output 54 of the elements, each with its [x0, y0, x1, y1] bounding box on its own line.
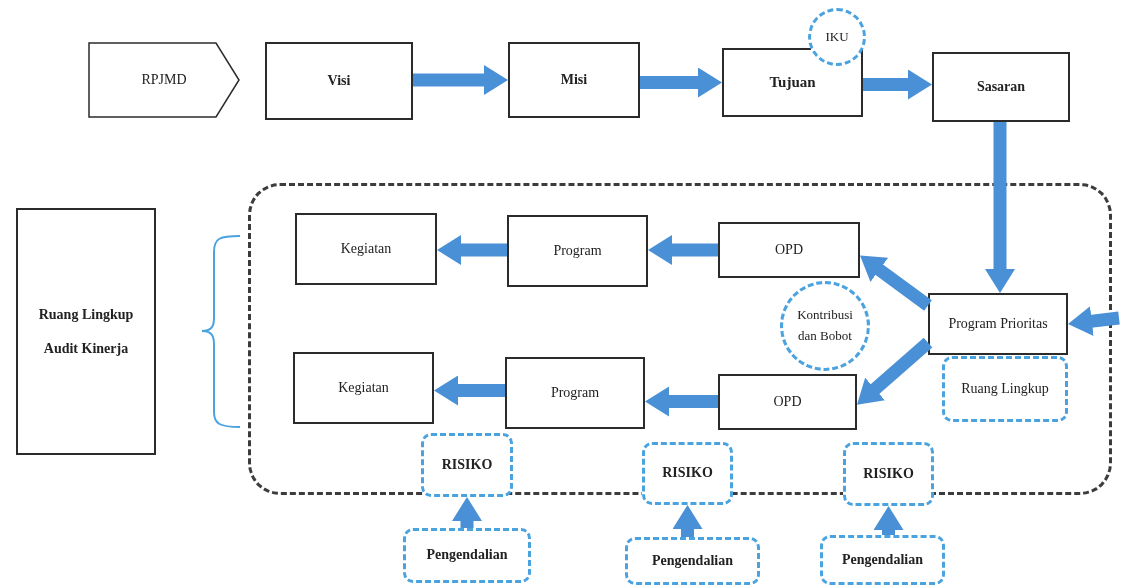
- block-arrow: [434, 375, 505, 406]
- block-arrow: [985, 122, 1015, 293]
- block-arrow: [640, 67, 722, 98]
- process-box: [508, 42, 640, 118]
- process-box: [16, 208, 156, 455]
- box-label: Pengendalian: [425, 546, 509, 565]
- box-label: Ruang Lingkup: [960, 379, 1050, 398]
- box-label: OPD: [772, 392, 803, 411]
- box-label: IKU: [824, 28, 850, 46]
- box-label: RPJMD: [140, 70, 188, 89]
- process-box: [293, 352, 434, 424]
- block-arrow: [645, 386, 718, 417]
- box-label: Pengendalian: [651, 551, 734, 570]
- box-label: RISIKO: [440, 455, 494, 474]
- dashed-box: [642, 442, 733, 505]
- process-box: [722, 48, 863, 117]
- block-arrow: [863, 69, 932, 100]
- block-arrow: [413, 65, 508, 95]
- block-arrow: [452, 497, 482, 528]
- process-box: [505, 357, 645, 429]
- dashed-box: [820, 535, 945, 585]
- dashed-box: [942, 356, 1068, 422]
- box-label: Program Prioritas: [947, 314, 1049, 333]
- process-box: [507, 215, 648, 287]
- dashed-box: [843, 442, 934, 506]
- process-box: [718, 374, 857, 430]
- block-arrow: [437, 235, 507, 265]
- box-label: Kegiatan: [339, 239, 393, 258]
- box-label: Pengendalian: [841, 550, 924, 569]
- box-label: Misi: [559, 70, 589, 89]
- box-label: Kegiatan: [337, 378, 390, 397]
- box-label: Kontribusi dan Bobot: [796, 306, 854, 345]
- dashed-box: [403, 528, 531, 583]
- box-label: RISIKO: [661, 464, 714, 483]
- box-label: Ruang Lingkup Audit Kinerja: [37, 305, 135, 358]
- block-arrow: [873, 506, 904, 535]
- block-arrow: [648, 235, 718, 265]
- box-label: Program: [549, 383, 601, 402]
- process-box: [265, 42, 413, 120]
- process-box: [928, 293, 1068, 355]
- box-label: Visi: [326, 71, 352, 90]
- dashed-box: [625, 537, 760, 585]
- process-box: [295, 213, 437, 285]
- box-label: OPD: [774, 240, 804, 259]
- pentagon-box: [88, 42, 240, 118]
- dashed-container: [248, 183, 1112, 495]
- process-box: [932, 52, 1070, 122]
- block-arrow: [672, 505, 703, 537]
- process-box: [718, 222, 860, 278]
- block-arrow: [1067, 306, 1120, 337]
- box-label: RISIKO: [862, 464, 915, 483]
- box-label: Program: [552, 241, 603, 260]
- box-label: Sasaran: [975, 77, 1027, 96]
- box-label: Tujuan: [768, 72, 817, 92]
